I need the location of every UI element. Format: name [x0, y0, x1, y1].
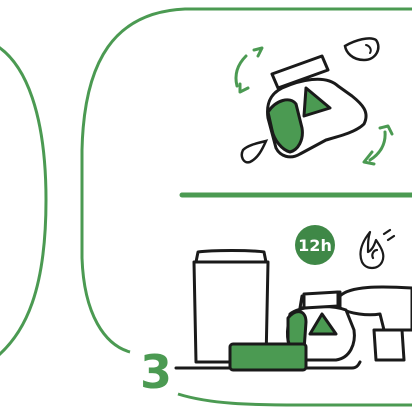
fire-drops-icon [360, 230, 394, 268]
sponge-icon [230, 344, 306, 370]
water-drop-icon [242, 141, 266, 162]
time-badge-label: 12h [298, 236, 332, 255]
step-number: 3 [140, 345, 172, 399]
previous-step-frame [0, 42, 46, 362]
water-drop-icon [345, 38, 378, 60]
refill-pouch-icon [268, 56, 367, 157]
